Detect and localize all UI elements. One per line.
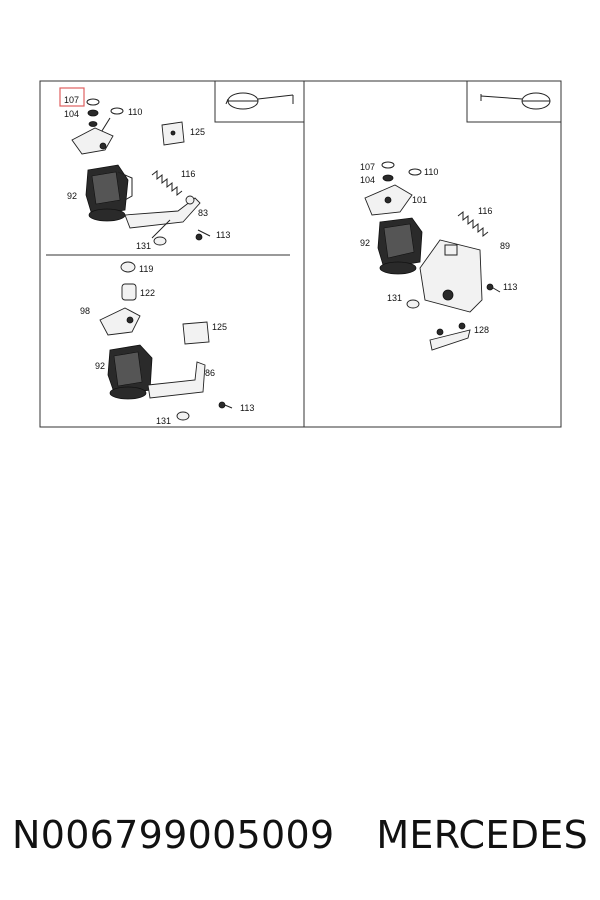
labels-bottom-left: 119 122 98 125 92 86 131 113	[80, 264, 254, 426]
parts-diagram: 107 104 110 125 116 92 83 131 113 119 12…	[39, 80, 562, 428]
label-92: 92	[360, 238, 370, 248]
label-131: 131	[387, 293, 402, 303]
label-122: 122	[140, 288, 155, 298]
label-107: 107	[64, 95, 79, 105]
label-104: 104	[360, 175, 375, 185]
labels-right: 107 104 110 101 116 92 89 131 113 128	[360, 162, 517, 335]
assembly-bottom-left	[99, 261, 233, 421]
assembly-top-left	[71, 98, 211, 246]
label-86: 86	[205, 368, 215, 378]
label-110: 110	[424, 167, 438, 177]
label-131: 131	[156, 416, 171, 426]
steering-wheel-icon	[466, 80, 562, 123]
label-128: 128	[474, 325, 489, 335]
brand-name: MERCEDES	[376, 813, 588, 857]
label-110: 110	[128, 107, 142, 117]
part-caption: N006799005009 MERCEDES	[0, 800, 600, 870]
label-113: 113	[240, 403, 254, 413]
label-113: 113	[216, 230, 230, 240]
label-116: 116	[181, 169, 195, 179]
labels-top-left: 107 104 110 125 116 92 83 131 113	[64, 95, 230, 251]
label-92: 92	[67, 191, 77, 201]
label-83: 83	[198, 208, 208, 218]
label-89: 89	[500, 241, 510, 251]
part-number: N006799005009	[12, 813, 335, 857]
label-125: 125	[212, 322, 227, 332]
steering-wheel-icon	[214, 80, 305, 123]
label-113: 113	[503, 282, 517, 292]
label-104: 104	[64, 109, 79, 119]
assembly-right	[364, 161, 501, 351]
label-107: 107	[360, 162, 375, 172]
label-131: 131	[136, 241, 151, 251]
label-98: 98	[80, 306, 90, 316]
label-119: 119	[139, 264, 153, 274]
label-116: 116	[478, 206, 492, 216]
label-92: 92	[95, 361, 105, 371]
highlight-box	[59, 87, 85, 107]
label-101: 101	[412, 195, 427, 205]
label-125: 125	[190, 127, 205, 137]
